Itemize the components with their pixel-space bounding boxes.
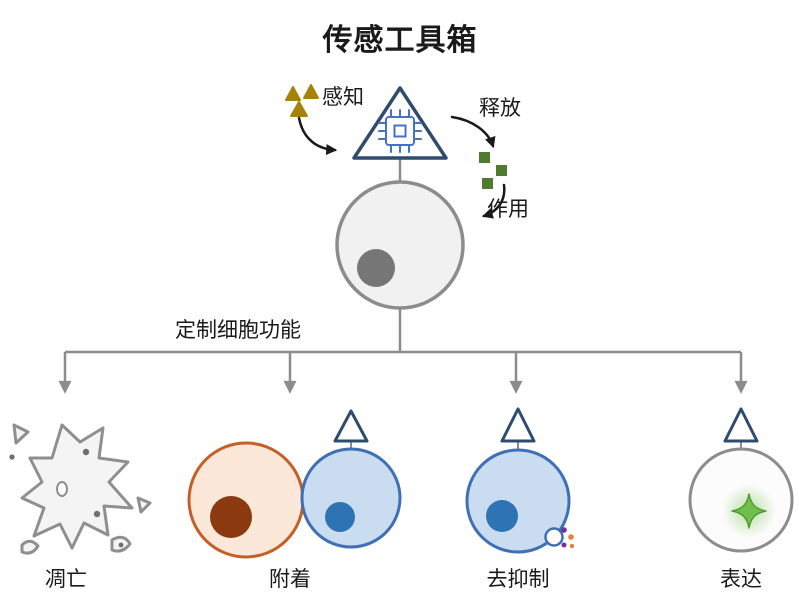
outcome-label-expression: 表达 <box>720 567 762 591</box>
sensor-triangle-small <box>333 409 369 443</box>
sensor-triangle <box>352 86 448 160</box>
action-arrow <box>481 183 506 219</box>
branch-label: 定制细胞功能 <box>175 318 301 342</box>
released-molecule-dots <box>561 527 575 549</box>
output-payload-squares-icon <box>479 152 507 189</box>
target-cell-orange-nucleus <box>210 496 252 538</box>
outcome-label-derepression: 去抑制 <box>486 567 550 591</box>
sensor-cell-blue <box>300 447 402 549</box>
release-arrow <box>450 115 496 149</box>
adhesion-figure <box>187 409 402 559</box>
sensor-cell-blue-nucleus <box>486 500 518 532</box>
branch-lines <box>58 308 748 394</box>
outcome-label-adhesion: 附着 <box>269 567 311 591</box>
derepression-figure <box>465 407 575 554</box>
sensor-cell <box>335 180 465 310</box>
outcome-label-apoptosis: 凋亡 <box>45 567 87 591</box>
sensor-cell-blue-nucleus <box>325 502 355 532</box>
sense-arrow <box>297 116 338 155</box>
expression-figure <box>688 407 794 553</box>
input-ligand-triangles-icon <box>285 84 319 117</box>
target-cell-orange <box>187 441 305 559</box>
secretion-pore <box>544 527 564 547</box>
action-label: 作用 <box>487 197 529 221</box>
apoptosis-figure <box>9 423 152 555</box>
expression-star-icon <box>731 493 767 529</box>
sense-label: 感知 <box>322 85 364 109</box>
page-title: 传感工具箱 <box>322 23 478 58</box>
sensor-cell-nucleus <box>357 249 395 287</box>
release-label: 释放 <box>479 96 521 120</box>
sensor-triangle-small <box>500 407 536 443</box>
chip-icon <box>378 109 422 153</box>
sensor-triangle-small <box>723 407 759 443</box>
